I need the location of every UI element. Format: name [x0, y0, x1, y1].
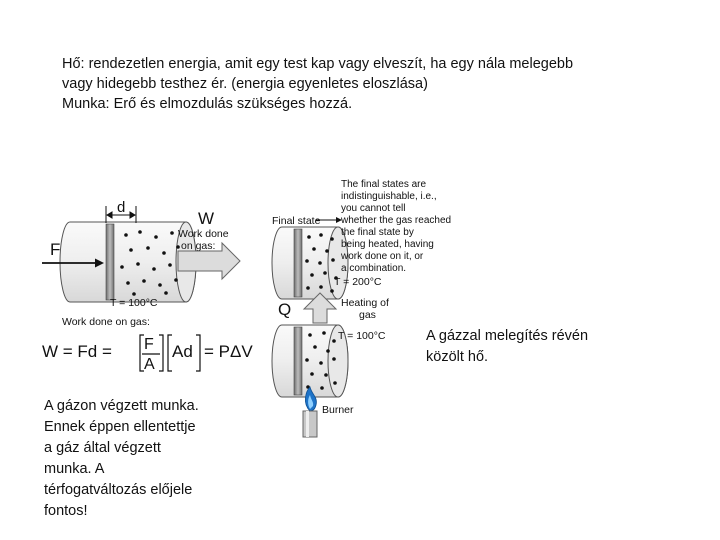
- formula-rhs: = PΔV: [204, 342, 253, 361]
- formula-lhs: W = Fd =: [42, 342, 112, 361]
- final-state-cylinder: [271, 226, 349, 300]
- heat-work-diagram: d F T = 100°C W Work done on gas: Final …: [42, 179, 451, 438]
- left-caption-line-5: térfogatváltozás előjele: [44, 482, 193, 498]
- left-caption-line-6: fontos!: [44, 503, 88, 519]
- burner-label: Burner: [322, 404, 354, 416]
- left-gas-dots: [120, 230, 180, 296]
- work-done-line-2: on gas:: [181, 240, 215, 252]
- F-label: F: [50, 240, 60, 259]
- note-line-2: indistinguishable, i.e.,: [341, 191, 437, 202]
- note-line-4: whether the gas reached: [340, 215, 451, 226]
- final-state-label: Final state: [272, 215, 321, 227]
- d-dimension: [105, 206, 137, 223]
- burner-icon: [302, 386, 318, 438]
- note-line-1: The final states are: [341, 179, 426, 190]
- intro-line-3: Munka: Erő és elmozdulás szükséges hozzá…: [62, 96, 353, 112]
- right-caption-line-2: közölt hő.: [426, 349, 489, 365]
- d-label: d: [117, 199, 125, 216]
- work-done-line-1: Work done: [178, 228, 229, 240]
- note-line-3: you cannot tell: [341, 203, 406, 214]
- left-caption-line-2: Ennek éppen ellentettje: [44, 419, 196, 435]
- intro-line-2: vagy hidegebb testhez ér. (energia egyen…: [62, 76, 428, 92]
- right-caption-line-1: A gázzal melegítés révén: [426, 328, 589, 344]
- formula-frac-bottom: A: [144, 356, 155, 373]
- final-state-gas-dots: [305, 233, 338, 293]
- note-line-8: a combination.: [341, 263, 406, 274]
- temp-top-right-label: T = 200°C: [334, 276, 382, 288]
- left-cylinder: [59, 221, 197, 303]
- heating-line-2: gas: [359, 309, 376, 321]
- final-state-piston: [293, 228, 303, 298]
- temp-bottom-right-label: T = 100°C: [338, 330, 386, 342]
- initial-state-gas-dots: [305, 331, 337, 390]
- left-caption-line-1: A gázon végzett munka.: [44, 398, 199, 414]
- left-caption: A gázon végzett munka. Ennek éppen ellen…: [44, 396, 234, 522]
- left-piston: [105, 223, 115, 301]
- heating-line-1: Heating of: [341, 297, 389, 309]
- final-states-note: The final states are indistinguishable, …: [340, 179, 451, 274]
- work-arrow: [177, 241, 241, 281]
- force-arrow: [42, 258, 104, 268]
- initial-state-piston: [293, 326, 303, 396]
- work-formula-title: Work done on gas:: [62, 316, 150, 328]
- right-caption: A gázzal melegítés révén közölt hő.: [426, 326, 626, 368]
- initial-state-cylinder: [271, 324, 349, 398]
- left-caption-line-3: a gáz által végzett: [44, 440, 161, 456]
- heating-arrow: [302, 292, 338, 324]
- work-formula: W = Fd = F A Ad = PΔV: [42, 334, 253, 373]
- W-label: W: [198, 209, 214, 228]
- note-line-5: the final state by: [341, 227, 414, 238]
- intro-text: Hő: rendezetlen energia, amit egy test k…: [62, 54, 702, 114]
- note-line-6: being heated, having: [341, 239, 434, 250]
- left-caption-line-4: munka. A: [44, 461, 105, 477]
- Q-label: Q: [278, 300, 291, 319]
- formula-ad: Ad: [172, 342, 193, 361]
- temp-left-label: T = 100°C: [110, 297, 158, 309]
- note-line-7: work done on it, or: [340, 251, 424, 262]
- intro-line-1: Hő: rendezetlen energia, amit egy test k…: [62, 56, 574, 72]
- formula-frac-top: F: [144, 336, 154, 353]
